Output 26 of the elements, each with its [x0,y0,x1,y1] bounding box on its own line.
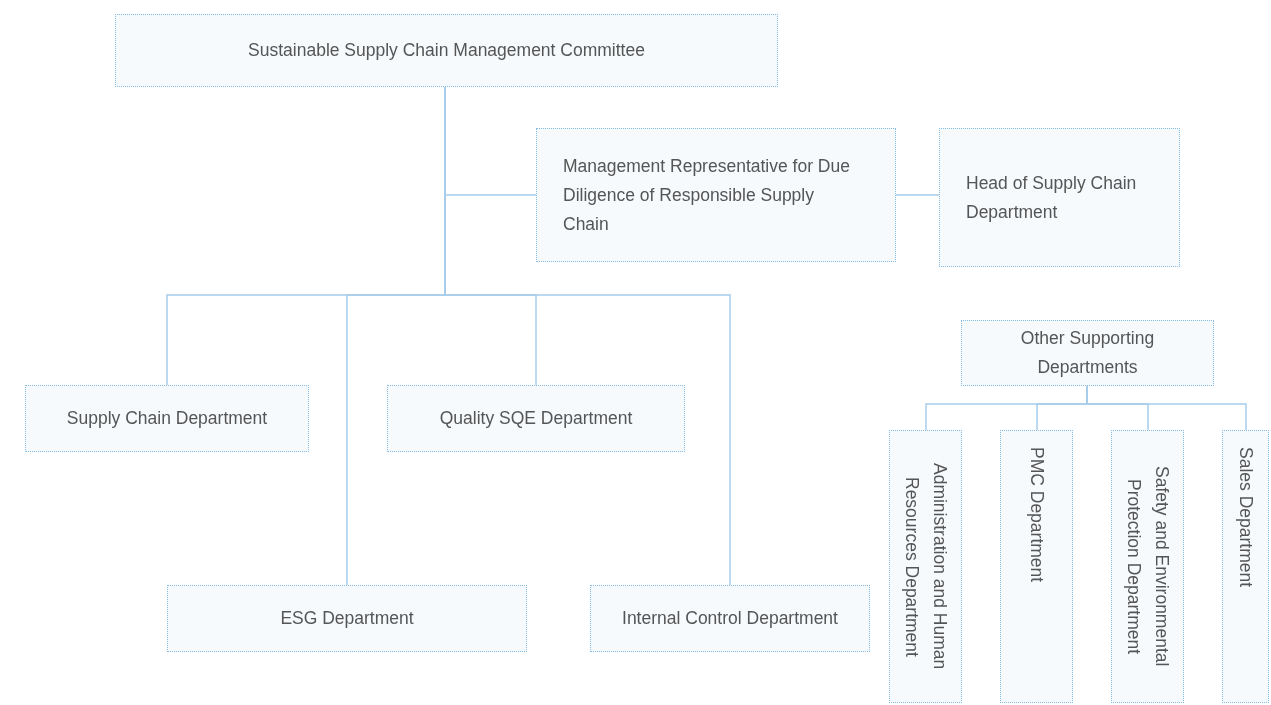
box-label: Supply Chain Department [66,407,268,430]
box-label: ESG Department [280,607,414,630]
box-label: Sustainable Supply Chain Management Committee [248,39,645,62]
connector-line [1086,385,1247,431]
box-label: Quality SQE Department [439,407,633,430]
box-label: Administration and Human Resources Department [900,462,951,672]
department-box [25,385,309,452]
box-label: Internal Control Department [622,607,838,630]
box-label: PMC Department [1025,447,1048,583]
department-box [167,585,527,652]
department-box [889,430,962,703]
department-box [1222,430,1269,703]
box-label: Sales Department [1234,447,1257,588]
connector-line [895,194,940,196]
department-box [961,320,1214,386]
department-box [939,128,1180,267]
department-box [115,14,778,87]
box-label: Management Representative for Due Diligence of Responsible Supply Chain [563,154,851,236]
department-box [1111,430,1184,703]
department-box [536,128,896,262]
department-box [1000,430,1073,703]
department-box [387,385,685,452]
department-box [590,585,870,652]
box-label: Head of Supply Chain Department [966,171,1138,224]
box-label: Safety and Environmental Protection Department [1122,465,1173,669]
box-label: Other Supporting Departments [1019,327,1156,379]
